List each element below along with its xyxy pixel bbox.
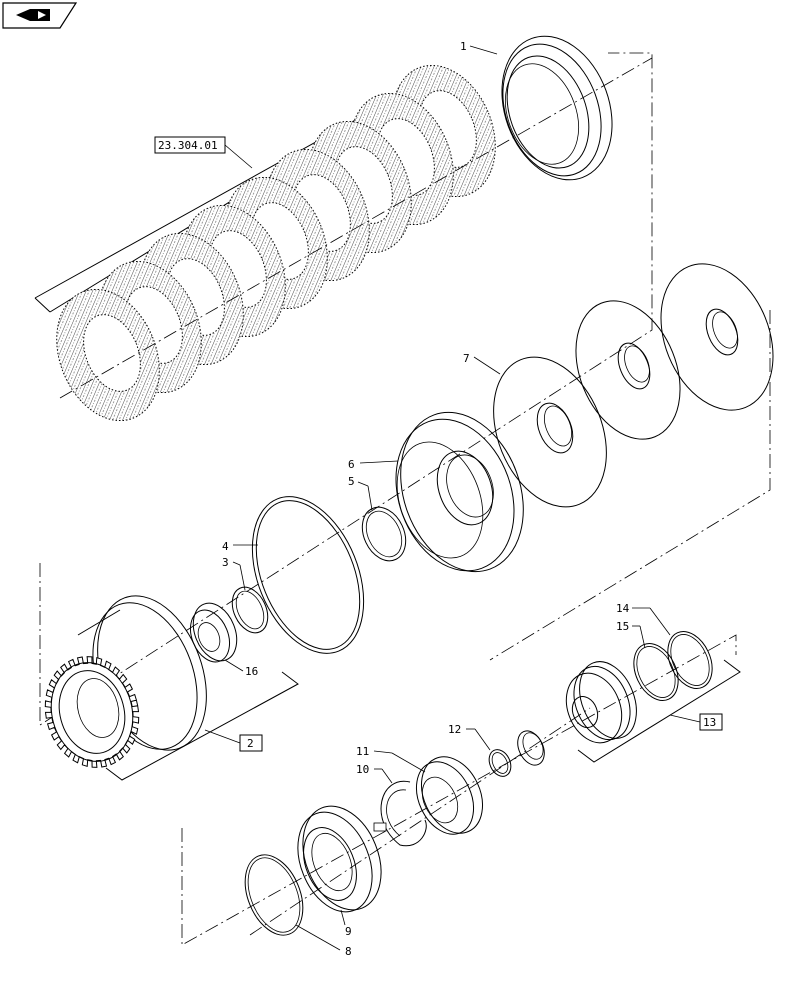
clutch-disc-pack (34, 64, 496, 422)
ref-group-label-box[interactable]: 23.304.01 (154, 136, 253, 169)
callout-12[interactable]: 12 (448, 723, 491, 751)
callout-7-label: 7 (463, 352, 470, 365)
box-13-callout[interactable]: 13 (669, 713, 723, 731)
callout-8-label: 8 (345, 945, 352, 958)
part-2-splined-hub (44, 595, 207, 768)
part-11-bearing (415, 756, 483, 835)
callout-5[interactable]: 5 (348, 475, 373, 511)
callout-7[interactable]: 7 (463, 352, 501, 375)
part-9-bearing (297, 805, 382, 913)
box-13-label: 13 (703, 716, 716, 729)
callout-16[interactable]: 16 (224, 659, 258, 678)
part-12-bushing (488, 730, 545, 777)
part-6-piston (395, 411, 524, 573)
callout-4[interactable]: 4 (222, 540, 258, 553)
callout-15[interactable]: 15 (616, 620, 646, 649)
part-10-split-ring (373, 780, 427, 847)
part-5-snap-ring (361, 506, 407, 562)
part-7-plates (493, 263, 774, 508)
part-16-bearing (189, 602, 238, 663)
callout-3-label: 3 (222, 556, 229, 569)
part-4-o-ring (251, 496, 365, 654)
callout-11[interactable]: 11 (356, 745, 426, 773)
callout-9[interactable]: 9 (340, 909, 352, 938)
back-button[interactable] (2, 2, 78, 29)
callout-14[interactable]: 14 (616, 602, 671, 636)
box-2-callout[interactable]: 2 (204, 729, 263, 752)
part-8-ring (244, 854, 304, 936)
part-1-seal (501, 35, 613, 181)
callout-4-label: 4 (222, 540, 229, 553)
part-13-piston-assembly (565, 661, 637, 744)
callout-16-label: 16 (245, 665, 258, 678)
box-2-label: 2 (247, 737, 254, 750)
clutch-disc (56, 288, 160, 422)
callout-10-label: 10 (356, 763, 369, 776)
callout-3[interactable]: 3 (222, 556, 246, 591)
ref-group-label: 23.304.01 (158, 139, 218, 152)
callout-1[interactable]: 1 (460, 40, 498, 55)
part-14-ring (667, 631, 713, 689)
callout-11-label: 11 (356, 745, 369, 758)
back-arrow-icon (16, 9, 50, 21)
callout-14-label: 14 (616, 602, 630, 615)
callout-8[interactable]: 8 (295, 924, 352, 958)
callout-9-label: 9 (345, 925, 352, 938)
callout-15-label: 15 (616, 620, 629, 633)
callout-6-label: 6 (348, 458, 355, 471)
callout-5-label: 5 (348, 475, 355, 488)
callout-1-label: 1 (460, 40, 467, 53)
part-3-ring (231, 586, 269, 634)
callout-10[interactable]: 10 (356, 763, 393, 784)
callout-6[interactable]: 6 (348, 458, 399, 471)
callout-12-label: 12 (448, 723, 461, 736)
